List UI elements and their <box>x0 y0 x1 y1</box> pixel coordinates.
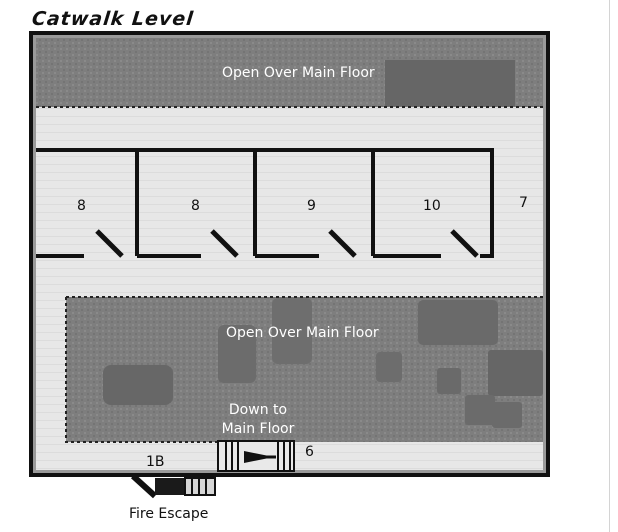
upper-dark-block <box>385 60 515 106</box>
upper-open-area-label: Open Over Main Floor <box>222 65 375 81</box>
furniture-shape <box>272 298 312 364</box>
stairs-label-line2: Main Floor <box>221 421 295 437</box>
room-doors <box>95 229 479 258</box>
stairs-down <box>217 440 295 472</box>
stairs-number: 6 <box>305 444 314 460</box>
room-label: 10 <box>423 198 441 214</box>
exit-code: 1B <box>146 454 165 470</box>
furniture-shape <box>218 325 256 383</box>
stairs-label-line1: Down to <box>228 402 288 418</box>
room-label: 9 <box>307 198 316 214</box>
door <box>210 229 239 258</box>
furniture-shape <box>488 350 543 396</box>
lower-railing <box>65 296 543 443</box>
furniture-shape <box>465 395 495 425</box>
furniture-shape <box>492 402 522 428</box>
furniture-shape <box>418 300 498 345</box>
furniture-shape <box>103 365 173 405</box>
rooms-walls <box>36 148 494 258</box>
room-label: 8 <box>191 198 200 214</box>
door <box>95 229 124 258</box>
room-label-7: 7 <box>519 195 528 211</box>
furniture-shape <box>376 352 402 382</box>
door <box>450 229 479 258</box>
fire-escape <box>130 473 216 499</box>
page-edge-line <box>609 0 610 532</box>
furniture-shape <box>437 368 461 394</box>
fire-escape-label: Fire Escape <box>129 506 209 522</box>
door <box>328 229 357 258</box>
room-label: 8 <box>77 198 86 214</box>
lower-open-area-label: Open Over Main Floor <box>226 325 379 341</box>
